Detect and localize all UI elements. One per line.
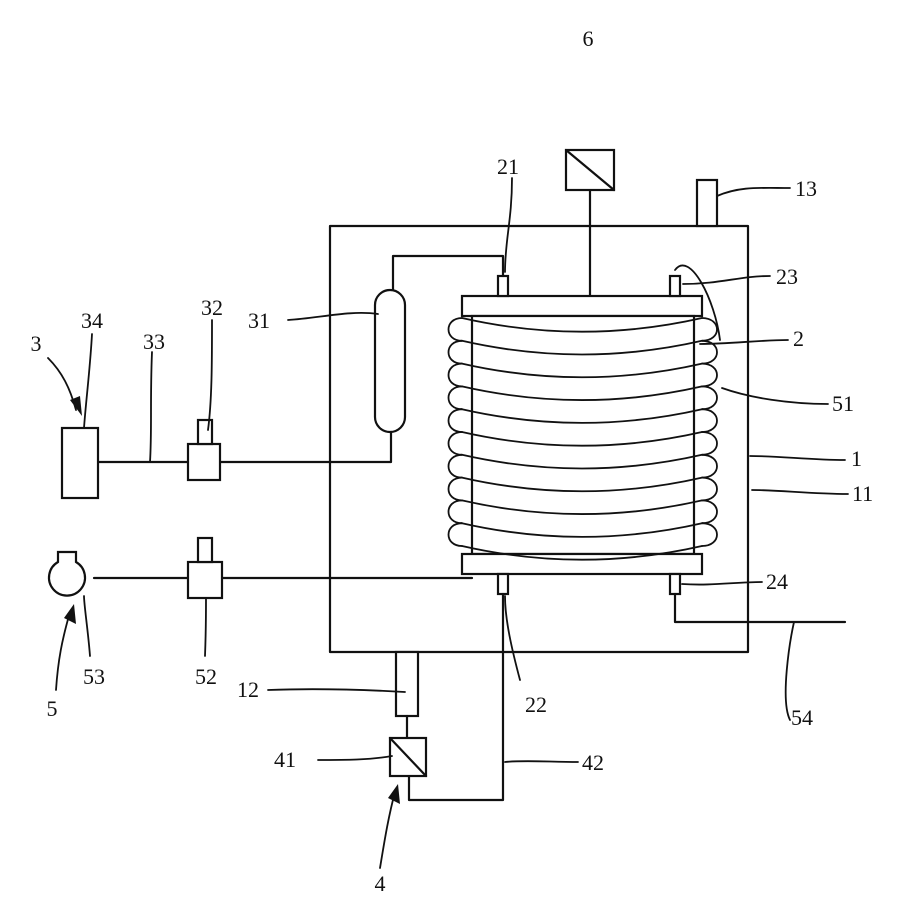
arrow-5 [56,612,70,690]
arrowhead-5 [64,604,76,624]
label-34: 34 [81,308,103,333]
label-2: 2 [793,326,804,351]
coil-right-loop [702,409,717,432]
label-3: 3 [31,331,42,356]
label-23: 23 [776,264,798,289]
vessel-2 [462,296,702,574]
coil-right-loop [702,455,717,478]
label-6: 6 [583,26,594,51]
label-4: 4 [375,871,386,896]
nozzle-21 [498,276,508,296]
coil-right-loop [702,432,717,455]
valve-6 [566,150,614,296]
coil-right-loop [702,523,717,546]
coil-right-loop [702,364,717,387]
valve-41 [390,738,426,776]
coil-left-loop [449,386,463,409]
label-31: 31 [248,308,270,333]
label-51: 51 [832,391,854,416]
label-12: 12 [237,677,259,702]
label-24: 24 [766,569,788,594]
label-52: 52 [195,664,217,689]
label-22: 22 [525,692,547,717]
coil-left-loop [449,455,463,478]
coil-right-loop [702,318,717,341]
pump-53 [49,552,85,596]
line-54 [675,594,845,622]
valve-52 [188,538,222,598]
coil-left-loop [449,341,463,364]
coil-right-loop [702,500,717,523]
label-53: 53 [83,664,105,689]
label-32: 32 [201,295,223,320]
coil-left-loop [449,432,463,455]
label-42: 42 [582,750,604,775]
label-5: 5 [47,696,58,721]
coil-left-loop [449,500,463,523]
label-11: 11 [852,481,873,506]
coil-left-loop [449,318,463,341]
label-33: 33 [143,329,165,354]
valve-32 [188,420,220,480]
arrowhead-4 [388,784,400,804]
coil-left-loop [449,523,463,546]
label-21: 21 [497,154,519,179]
label-41: 41 [274,747,296,772]
nozzle-24 [670,574,680,594]
port-12 [396,652,418,716]
label-13: 13 [795,176,817,201]
tank-34 [62,428,98,498]
label-1: 1 [851,446,862,471]
coil-left-loop [449,364,463,387]
coil-left-loop [449,409,463,432]
port-13 [697,180,717,226]
coil-left-loop [449,478,463,501]
arrow-4 [380,792,395,868]
coil-right-loop [702,386,717,409]
nozzle-22 [498,574,508,594]
nozzle-23 [670,276,680,296]
coil-right-loop [702,478,717,501]
label-54: 54 [791,705,813,730]
